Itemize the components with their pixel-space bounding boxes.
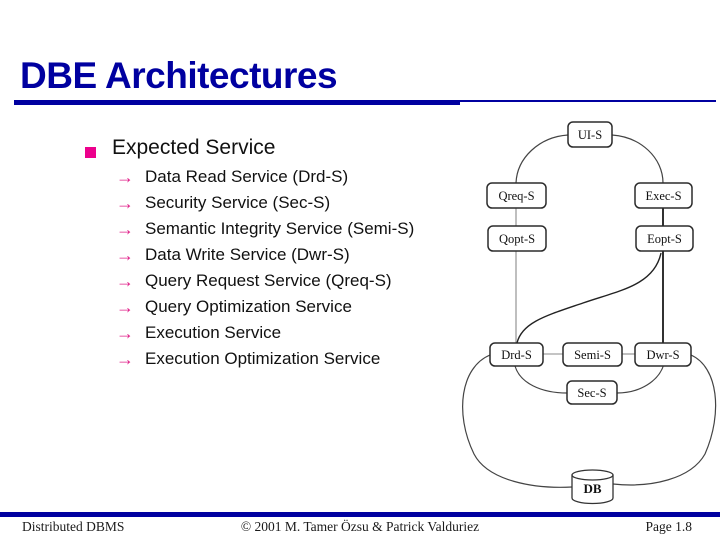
diagram-box-rect: [486, 182, 547, 209]
db-cylinder-top: [571, 469, 614, 481]
page-title: DBE Architectures: [20, 55, 338, 96]
footer-rule: [0, 512, 720, 517]
footer-center: © 2001 M. Tamer Özsu & Patrick Valduriez: [240, 519, 480, 534]
db-cylinder: DB: [571, 469, 614, 505]
bullet-label: Expected Service: [112, 136, 276, 159]
diagram-box-ui-s: UI-S: [567, 121, 613, 148]
sub-bullet-label: Data Read Service (Drd-S): [145, 167, 349, 186]
sub-bullet-item: → Execution Optimization Service: [116, 348, 456, 370]
diagram-box-label: UI-S: [578, 128, 602, 142]
arrow-bullet-icon: →: [116, 349, 134, 369]
diagram-box-label: Drd-S: [501, 348, 532, 362]
arrow-bullet-icon: →: [116, 271, 134, 291]
arrow-bullet-icon: →: [116, 323, 134, 343]
diagram-box-eopt-s: Eopt-S: [635, 225, 694, 252]
connector-drds-db: [462, 354, 573, 488]
arrow-bullet-icon: →: [116, 167, 134, 187]
sub-bullet-label: Security Service (Sec-S): [145, 193, 331, 212]
db-label: DB: [583, 481, 601, 496]
footer-left: Distributed DBMS: [22, 519, 125, 534]
sub-bullet-list: → Data Read Service (Drd-S) → Security S…: [116, 166, 456, 374]
diagram-box-rect: [634, 182, 693, 209]
diagram-box-drd-s: Drd-S: [489, 342, 544, 367]
connector-eopts-drds: [516, 252, 662, 344]
connector-dwrs-secs: [616, 363, 665, 394]
connector-uis-execs: [611, 134, 664, 184]
diagram-box-rect: [489, 342, 544, 367]
diagram-box-label: Qopt-S: [499, 232, 535, 246]
diagram-box-label: Dwr-S: [646, 348, 679, 362]
architecture-diagram: UI-S Qreq-S Exec-S Qopt-S Eopt-S Drd-S: [455, 110, 720, 520]
sub-bullet-label: Query Request Service (Qreq-S): [145, 271, 392, 290]
diagram-box-label: Sec-S: [577, 386, 606, 400]
diagram-box-label: Eopt-S: [647, 232, 682, 246]
sub-bullet-label: Semantic Integrity Service (Semi-S): [145, 219, 415, 238]
diagram-box-dwr-s: Dwr-S: [634, 342, 692, 367]
diagram-box-sec-s: Sec-S: [566, 380, 618, 405]
connector-dwrs-db: [612, 354, 717, 486]
sub-bullet-label: Data Write Service (Dwr-S): [145, 245, 350, 264]
sub-bullet-label: Execution Optimization Service: [145, 349, 381, 368]
sub-bullet-label: Execution Service: [145, 323, 282, 342]
diagram-box-rect: [487, 225, 547, 252]
arrow-bullet-icon: →: [116, 297, 134, 317]
diagram-box-rect: [634, 342, 692, 367]
diagram-box-qopt-s: Qopt-S: [487, 225, 547, 252]
diagram-box-label: Qreq-S: [498, 189, 534, 203]
connector-drds-secs: [514, 365, 568, 394]
title-rule-thin: [460, 100, 716, 102]
arrow-bullet-icon: →: [116, 193, 134, 213]
diagram-box-exec-s: Exec-S: [634, 182, 693, 209]
arrow-bullet-icon: →: [116, 219, 134, 239]
arrow-bullet-icon: →: [116, 245, 134, 265]
connector-uis-qreqs: [515, 134, 569, 184]
title-rule-thick: [14, 100, 460, 105]
footer-right: Page 1.8: [645, 519, 693, 534]
square-bullet-icon: [85, 147, 96, 158]
diagram-box-rect: [635, 225, 694, 252]
sub-bullet-item: → Data Read Service (Drd-S): [116, 166, 456, 188]
diagram-box-rect: [562, 342, 623, 367]
diagram-box-semi-s: Semi-S: [562, 342, 623, 367]
sub-bullet-item: → Query Request Service (Qreq-S): [116, 270, 456, 292]
connector-lines: [462, 134, 717, 488]
sub-bullet-item: → Semantic Integrity Service (Semi-S): [116, 218, 456, 240]
diagram-box-qreq-s: Qreq-S: [486, 182, 547, 209]
sub-bullet-item: → Security Service (Sec-S): [116, 192, 456, 214]
diagram-box-label: Semi-S: [574, 348, 611, 362]
diagram-box-label: Exec-S: [645, 189, 681, 203]
sub-bullet-label: Query Optimization Service: [145, 297, 352, 316]
sub-bullet-item: → Execution Service: [116, 322, 456, 344]
diagram-box-rect: [566, 380, 618, 405]
sub-bullet-item: → Data Write Service (Dwr-S): [116, 244, 456, 266]
diagram-box-rect: [567, 121, 613, 148]
sub-bullet-item: → Query Optimization Service: [116, 296, 456, 318]
db-cylinder-body: [571, 475, 614, 505]
